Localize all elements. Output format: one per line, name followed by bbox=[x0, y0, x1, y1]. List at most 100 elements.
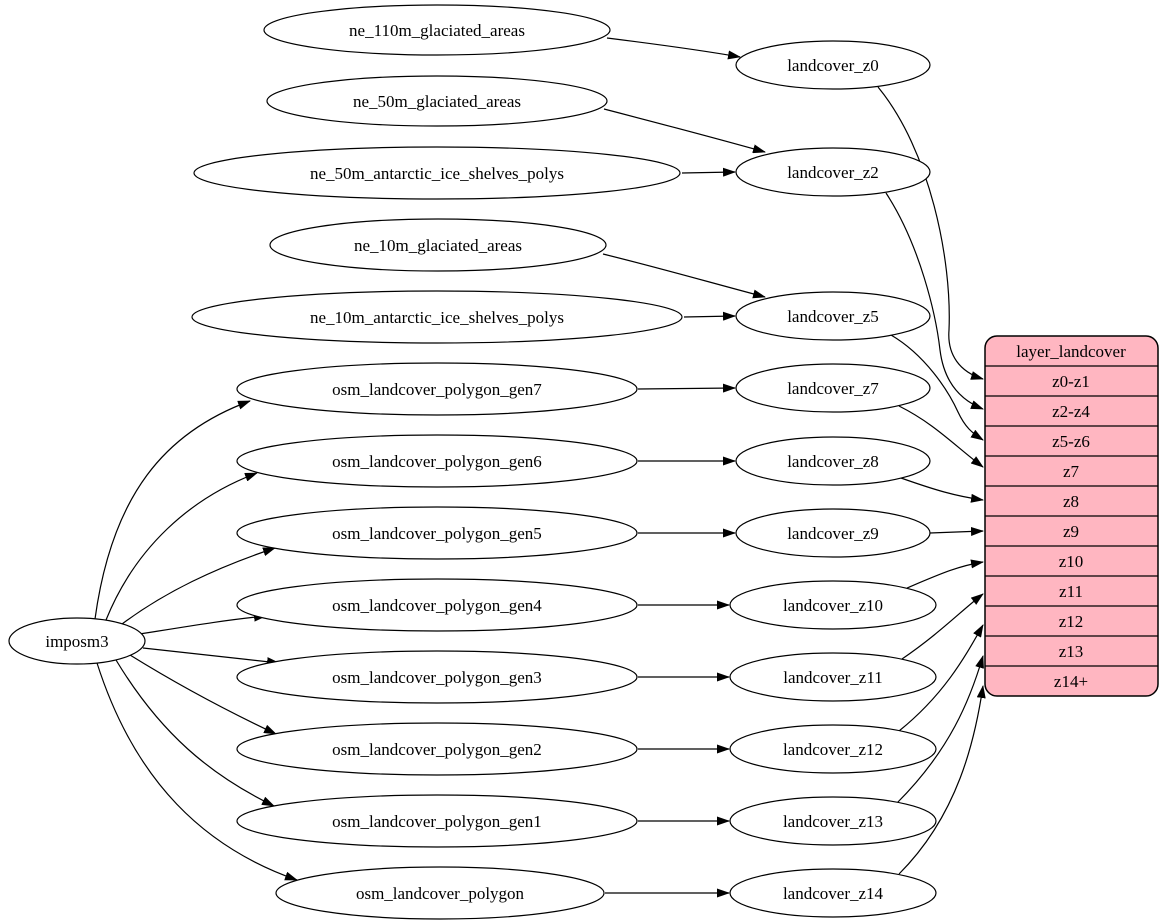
node-osm-landcover-polygon-gen2: osm_landcover_polygon_gen2 bbox=[236, 722, 638, 776]
node-landcover-z7: landcover_z7 bbox=[735, 363, 931, 413]
node-z0-shape bbox=[735, 40, 931, 90]
node-gen7-shape bbox=[236, 362, 638, 416]
node-osm-landcover-polygon: osm_landcover_polygon bbox=[275, 866, 605, 920]
edge-imposm3-to-gen3 bbox=[142, 647, 280, 667]
node-imposm3-shape bbox=[8, 617, 146, 665]
edge-ne50g-to-z2 bbox=[603, 108, 766, 154]
record-row-z13: z13 bbox=[1059, 642, 1084, 661]
node-z12-label: landcover_z12 bbox=[783, 740, 883, 759]
edge-imposm3-to-gen6 bbox=[105, 472, 258, 621]
node-z0-label: landcover_z0 bbox=[787, 56, 879, 75]
edge-imposm3-to-gen2 bbox=[129, 654, 277, 735]
node-landcover-z0: landcover_z0 bbox=[735, 40, 931, 90]
node-ne50a-shape bbox=[193, 146, 681, 200]
node-z10-shape bbox=[729, 580, 937, 630]
node-z5-shape bbox=[735, 291, 931, 341]
node-ne10a-label: ne_10m_antarctic_ice_shelves_polys bbox=[310, 308, 564, 327]
node-z7-label: landcover_z7 bbox=[787, 379, 879, 398]
node-ne10g-label: ne_10m_glaciated_areas bbox=[354, 236, 522, 255]
edge-z12-to-row-z12 bbox=[898, 624, 984, 732]
node-z9-shape bbox=[735, 508, 931, 558]
node-landcover-z12: landcover_z12 bbox=[729, 724, 937, 774]
edge-imposm3-to-poly bbox=[96, 662, 298, 881]
node-ne10g-shape bbox=[269, 218, 607, 272]
node-landcover-z8: landcover_z8 bbox=[735, 436, 931, 486]
node-landcover-z9: landcover_z9 bbox=[735, 508, 931, 558]
edge-z2-to-row-z2-z4 bbox=[885, 192, 984, 410]
node-gen5-shape bbox=[236, 506, 638, 560]
record-row-z10: z10 bbox=[1059, 552, 1084, 571]
node-z14-shape bbox=[729, 868, 937, 918]
node-poly-label: osm_landcover_polygon bbox=[356, 884, 525, 903]
node-ne-10m-glaciated-areas: ne_10m_glaciated_areas bbox=[269, 218, 607, 272]
edges bbox=[94, 37, 986, 898]
node-z11-shape bbox=[729, 652, 937, 702]
node-z5-label: landcover_z5 bbox=[787, 307, 879, 326]
record-row-z8: z8 bbox=[1063, 492, 1079, 511]
node-imposm3: imposm3 bbox=[8, 617, 146, 665]
node-ne-110m-glaciated-areas: ne_110m_glaciated_areas bbox=[263, 4, 611, 56]
node-landcover-z11: landcover_z11 bbox=[729, 652, 937, 702]
node-z9-label: landcover_z9 bbox=[787, 524, 879, 543]
record-row-z0-z1: z0-z1 bbox=[1052, 372, 1090, 391]
node-z7-shape bbox=[735, 363, 931, 413]
edge-z9-to-row-z9 bbox=[929, 526, 984, 536]
node-landcover-z10: landcover_z10 bbox=[729, 580, 937, 630]
node-z2-label: landcover_z2 bbox=[787, 163, 879, 182]
edge-z13-to-row-z13 bbox=[896, 655, 984, 804]
node-ne50a-label: ne_50m_antarctic_ice_shelves_polys bbox=[310, 164, 564, 183]
node-ne-50m-antarctic-ice-shelves-polys: ne_50m_antarctic_ice_shelves_polys bbox=[193, 146, 681, 200]
node-ne10a-shape bbox=[191, 290, 683, 344]
edge-z11-to-row-z11 bbox=[901, 593, 984, 660]
edge-imposm3-to-gen5 bbox=[121, 547, 276, 625]
edge-z14-to-row-z14 bbox=[898, 685, 986, 875]
node-imposm3-label: imposm3 bbox=[45, 632, 108, 651]
node-osm-landcover-polygon-gen3: osm_landcover_polygon_gen3 bbox=[236, 650, 638, 704]
node-gen6-label: osm_landcover_polygon_gen6 bbox=[332, 452, 542, 471]
node-osm-landcover-polygon-gen1: osm_landcover_polygon_gen1 bbox=[236, 794, 638, 848]
node-osm-landcover-polygon-gen4: osm_landcover_polygon_gen4 bbox=[236, 578, 638, 632]
node-gen1-label: osm_landcover_polygon_gen1 bbox=[332, 812, 542, 831]
edge-z0-to-row-z0-z1 bbox=[877, 86, 984, 380]
node-z13-shape bbox=[729, 796, 937, 846]
record-title: layer_landcover bbox=[1016, 342, 1126, 361]
node-z11-label: landcover_z11 bbox=[783, 668, 882, 687]
node-gen3-label: osm_landcover_polygon_gen3 bbox=[332, 668, 542, 687]
edge-ne50a-to-z2 bbox=[681, 167, 736, 177]
node-ne-50m-glaciated-areas: ne_50m_glaciated_areas bbox=[266, 75, 608, 127]
edge-ne10a-to-z5 bbox=[683, 311, 736, 321]
edge-imposm3-to-gen1 bbox=[115, 659, 275, 807]
record-row-z11: z11 bbox=[1059, 582, 1083, 601]
node-z12-shape bbox=[729, 724, 937, 774]
record-row-z14: z14+ bbox=[1054, 672, 1088, 691]
node-gen7-label: osm_landcover_polygon_gen7 bbox=[332, 380, 542, 399]
edge-imposm3-to-gen4 bbox=[139, 612, 267, 635]
record-layer-landcover: layer_landcover z0-z1 z2-z4 z5-z6 z7 z8 … bbox=[984, 335, 1159, 697]
edge-ne110-to-z0 bbox=[606, 37, 741, 60]
node-z10-label: landcover_z10 bbox=[783, 596, 883, 615]
node-osm-landcover-polygon-gen7: osm_landcover_polygon_gen7 bbox=[236, 362, 638, 416]
node-poly-shape bbox=[275, 866, 605, 920]
node-gen3-shape bbox=[236, 650, 638, 704]
record-row-z9: z9 bbox=[1063, 522, 1079, 541]
record-row-z12: z12 bbox=[1059, 612, 1084, 631]
node-ne110-label: ne_110m_glaciated_areas bbox=[349, 21, 525, 40]
node-ne-10m-antarctic-ice-shelves-polys: ne_10m_antarctic_ice_shelves_polys bbox=[191, 290, 683, 344]
node-gen4-shape bbox=[236, 578, 638, 632]
edge-gen7-to-z7 bbox=[637, 383, 736, 393]
node-gen2-shape bbox=[236, 722, 638, 776]
node-z2-shape bbox=[735, 147, 931, 197]
node-gen5-label: osm_landcover_polygon_gen5 bbox=[332, 524, 542, 543]
record-row-z5-z6: z5-z6 bbox=[1052, 432, 1090, 451]
node-landcover-z13: landcover_z13 bbox=[729, 796, 937, 846]
record-row-z7: z7 bbox=[1063, 462, 1080, 481]
node-landcover-z2: landcover_z2 bbox=[735, 147, 931, 197]
node-osm-landcover-polygon-gen5: osm_landcover_polygon_gen5 bbox=[236, 506, 638, 560]
node-z13-label: landcover_z13 bbox=[783, 812, 883, 831]
edge-z7-to-row-z7 bbox=[898, 405, 984, 468]
edge-z8-to-row-z8 bbox=[900, 477, 984, 503]
node-gen4-label: osm_landcover_polygon_gen4 bbox=[332, 596, 542, 615]
node-landcover-z14: landcover_z14 bbox=[729, 868, 937, 918]
edge-z5-to-row-z5-z6 bbox=[890, 334, 984, 441]
